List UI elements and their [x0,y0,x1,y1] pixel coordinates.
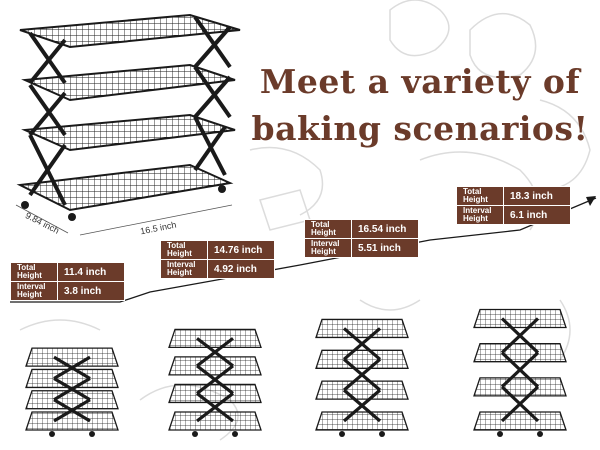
interval-height-label: Interval Height [160,259,208,279]
rack-shelf [25,411,119,431]
total-height-value: 18.3 inch [503,186,571,206]
total-height-value: 16.54 inch [351,219,419,239]
rack-leg [53,377,91,402]
rack-shelf [168,328,262,348]
rack-shelf [25,390,119,410]
headline-line-1: Meet a variety of [259,62,581,101]
rack-leg [342,327,382,361]
rack-leg [196,392,234,423]
rack-wheel [232,431,238,437]
rack-shelf [473,343,567,363]
total-height-label: Total Height [160,240,208,260]
hero-rack-dimension-lines [15,204,233,236]
rack-config-3-illustration [315,318,409,437]
rack-wheel [537,431,543,437]
interval-height-label: Interval Height [304,238,352,258]
total-height-label: Total Height [304,219,352,239]
rack-shelf [315,349,409,369]
total-height-value: 14.76 inch [207,240,275,260]
rack-config-1-illustration [25,347,119,437]
rack-shelf [315,380,409,400]
interval-height-label: Interval Height [10,281,58,301]
hero-rack-shelves [16,13,241,212]
headline: Meet a variety of baking scenarios! [250,58,590,152]
spec-table-config-4: Total Height 18.3 inch Interval Height 6… [456,186,571,225]
rack-shelf [25,347,119,367]
headline-line-2: baking scenarios! [251,109,589,148]
rack-shelf [25,368,119,389]
rack-wheel [192,431,198,437]
total-height-label: Total Height [456,186,504,206]
rack-leg [53,355,91,380]
hero-rack-illustration [15,13,241,236]
rack-leg [342,358,382,392]
rack-wheel [339,431,345,437]
rack-shelf [168,356,262,376]
rack-leg [500,351,540,389]
rack-shelf [473,411,567,431]
rack-shelf [168,383,262,404]
hero-rack-wheels [21,185,226,221]
rack-leg [500,317,540,354]
interval-height-value: 3.8 inch [57,281,125,301]
rack-leg [196,337,234,368]
rack-wheel [497,431,503,437]
spec-table-config-2: Total Height 14.76 inch Interval Height … [160,240,275,279]
interval-height-value: 5.51 inch [351,238,419,258]
interval-height-label: Interval Height [456,205,504,225]
rack-shelf [168,411,262,431]
rack-wheel [49,431,55,437]
rack-config-4-illustration [473,308,567,437]
rack-config-2-illustration [168,328,262,437]
rack-wheel [89,431,95,437]
spec-table-config-3: Total Height 16.54 inch Interval Height … [304,219,419,258]
interval-height-value: 6.1 inch [503,205,571,225]
rack-leg [342,388,382,423]
rack-leg [196,364,234,395]
rack-shelf [473,308,567,329]
spec-table-config-1: Total Height 11.4 inch Interval Height 3… [10,262,125,301]
total-height-value: 11.4 inch [57,262,125,282]
rack-shelf [473,377,567,397]
interval-height-value: 4.92 inch [207,259,275,279]
rack-leg [53,398,91,423]
total-height-label: Total Height [10,262,58,282]
rack-shelf [315,318,409,339]
hero-rack-legs [28,15,232,206]
rack-leg [500,385,540,423]
rack-shelf [315,411,409,431]
rack-wheel [379,431,385,437]
